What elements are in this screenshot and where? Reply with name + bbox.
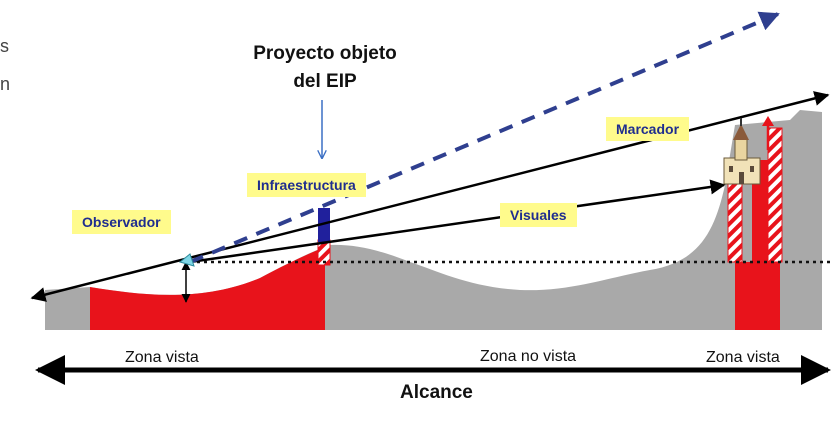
label-marcador: Marcador	[606, 117, 690, 141]
sightline-main	[30, 91, 830, 302]
zone-label-left: Zona vista	[125, 349, 199, 366]
seen-zone-left	[90, 247, 325, 330]
seen-zone-right	[735, 262, 780, 330]
marker-hatched-pillar-right	[767, 127, 783, 263]
title-line-2: del EIP	[293, 71, 357, 92]
range-label: Alcance	[400, 382, 473, 403]
zone-label-middle: Zona no vista	[480, 348, 577, 365]
cropped-text-fragment: s	[0, 36, 9, 56]
cropped-text-fragment: n	[0, 74, 11, 94]
sightline-dashed	[189, 11, 780, 264]
zone-label-right: Zona vista	[706, 349, 780, 366]
label-infraestructura: Infraestructura	[247, 173, 366, 197]
sightline-to-marker	[189, 179, 726, 264]
diagram-title: Proyecto objeto del EIP	[220, 40, 430, 96]
church-icon	[723, 118, 761, 185]
observer-eye-icon	[178, 253, 195, 267]
title-line-1: Proyecto objeto	[253, 43, 397, 64]
label-observador: Observador	[72, 210, 171, 234]
label-visuales: Visuales	[500, 203, 577, 227]
marker-hatched-pillar-left	[727, 179, 743, 263]
